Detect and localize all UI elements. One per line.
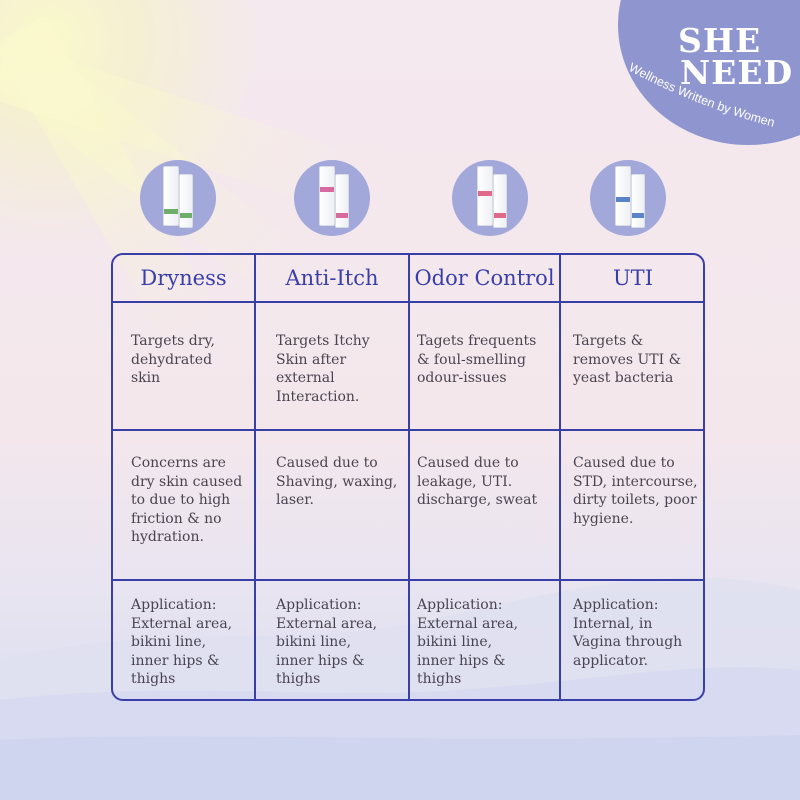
column-header-uti: UTI <box>612 266 653 290</box>
column-divider <box>559 255 561 699</box>
cell-line: Targets dry, <box>131 333 215 349</box>
product-band <box>164 209 178 214</box>
cell-line: & foul-smelling <box>417 351 526 368</box>
anti-itch-product-image <box>294 160 370 236</box>
row-divider <box>113 579 703 581</box>
uti-product-image <box>590 160 666 236</box>
product-band <box>632 213 644 218</box>
cell-line: Interaction. <box>276 388 360 405</box>
cell-line: removes UTI & <box>573 351 682 368</box>
cell-line: dry skin caused <box>131 473 243 490</box>
column-header-anti-itch: Anti-Itch <box>285 266 379 290</box>
brand-tagline: Wellness Written by Women <box>627 62 777 130</box>
cell-line: inner hips & <box>276 652 365 669</box>
column-divider <box>408 255 410 699</box>
cell-line: odour-issues <box>417 370 507 386</box>
odor-control-product-image <box>452 160 528 236</box>
dryness-product-image <box>140 160 216 236</box>
tagline-text: Wellness Written by Women <box>627 62 777 130</box>
cell-line: yeast bacteria <box>573 370 674 386</box>
cell-line: bikini line, <box>417 634 493 650</box>
cell-line: bikini line, <box>276 634 352 650</box>
comparison-table: Dryness Anti-Itch Odor Control UTI Targe… <box>111 253 705 701</box>
cell-line: External area, <box>276 615 378 632</box>
cell-line: leakage, UTI. <box>417 473 513 490</box>
cell-line: Caused due to <box>573 455 675 471</box>
cell-line: to due to high <box>131 492 231 508</box>
product-band <box>336 213 348 218</box>
table-cell-odor-control-cause: Caused due to leakage, UTI. discharge, s… <box>417 454 537 510</box>
brand-logo-line1: SHE <box>678 21 762 60</box>
column-divider <box>254 255 256 699</box>
cell-line: friction & no <box>131 510 222 527</box>
table-cell-uti-target: Targets & removes UTI & yeast bacteria <box>573 332 681 388</box>
product-tube <box>319 166 335 226</box>
cell-line: applicator. <box>573 652 649 669</box>
row-divider <box>113 301 703 303</box>
row-divider <box>113 429 703 431</box>
product-tube <box>179 174 193 228</box>
cell-line: Shaving, waxing, <box>276 473 398 490</box>
product-tube <box>477 166 493 226</box>
table-cell-dryness-cause: Concerns are dry skin caused to due to h… <box>131 454 242 547</box>
product-tube <box>631 174 645 228</box>
table-cell-odor-control-target: Tagets frequents & foul-smelling odour-i… <box>417 332 536 388</box>
cell-line: inner hips & <box>417 652 506 669</box>
cell-line: discharge, sweat <box>417 492 538 508</box>
cell-line: laser. <box>276 492 314 508</box>
cell-line: Concerns are <box>131 455 226 471</box>
product-band <box>616 197 630 202</box>
table-cell-odor-control-application: Application: External area, bikini line,… <box>417 596 518 689</box>
cell-line: thighs <box>131 671 176 687</box>
cell-line: inner hips & <box>131 652 220 669</box>
cell-line: Tagets frequents <box>417 333 537 349</box>
cell-line: Skin after <box>276 351 347 368</box>
cell-line: Internal, in <box>573 615 653 632</box>
cell-line: skin <box>131 370 161 386</box>
cell-line: Application: <box>573 597 659 613</box>
cell-line: External area, <box>131 615 233 632</box>
cell-line: external <box>276 370 335 386</box>
cell-line: Application: <box>131 597 217 613</box>
table-cell-anti-itch-target: Targets Itchy Skin after external Intera… <box>276 332 370 406</box>
cell-line: Application: <box>417 597 503 613</box>
cell-line: Caused due to <box>276 455 378 471</box>
product-band <box>320 187 334 192</box>
table-cell-dryness-application: Application: External area, bikini line,… <box>131 596 232 689</box>
table-cell-uti-cause: Caused due to STD, intercourse, dirty to… <box>573 454 698 528</box>
table-cell-dryness-target: Targets dry, dehydrated skin <box>131 332 215 388</box>
table-cell-anti-itch-cause: Caused due to Shaving, waxing, laser. <box>276 454 397 510</box>
cell-line: External area, <box>417 615 519 632</box>
cell-line: Caused due to <box>417 455 519 471</box>
cell-line: Application: <box>276 597 362 613</box>
svg-text:Wellness Written by Women: Wellness Written by Women <box>627 62 777 130</box>
product-tube <box>615 166 631 226</box>
product-tube <box>493 174 507 228</box>
cell-line: Targets & <box>573 333 644 349</box>
product-band <box>180 213 192 218</box>
product-tube <box>335 174 349 228</box>
product-band <box>478 191 492 196</box>
brand-logo-line2: NEED <box>680 53 794 92</box>
cell-line: thighs <box>417 671 462 687</box>
cell-line: dirty toilets, poor <box>573 492 697 508</box>
column-header-dryness: Dryness <box>140 266 227 290</box>
table-cell-anti-itch-application: Application: External area, bikini line,… <box>276 596 377 689</box>
cell-line: bikini line, <box>131 634 207 650</box>
column-header-odor-control: Odor Control <box>414 266 555 290</box>
cell-line: hydration. <box>131 529 204 545</box>
cell-line: thighs <box>276 671 321 687</box>
cell-line: Vagina through <box>573 634 683 650</box>
cell-line: hygiene. <box>573 510 634 527</box>
product-tube <box>163 166 179 226</box>
cell-line: dehydrated <box>131 351 213 368</box>
table-cell-uti-application: Application: Internal, in Vagina through… <box>573 596 682 670</box>
cell-line: STD, intercourse, <box>573 473 698 490</box>
cell-line: Targets Itchy <box>276 333 370 349</box>
product-band <box>494 213 506 218</box>
